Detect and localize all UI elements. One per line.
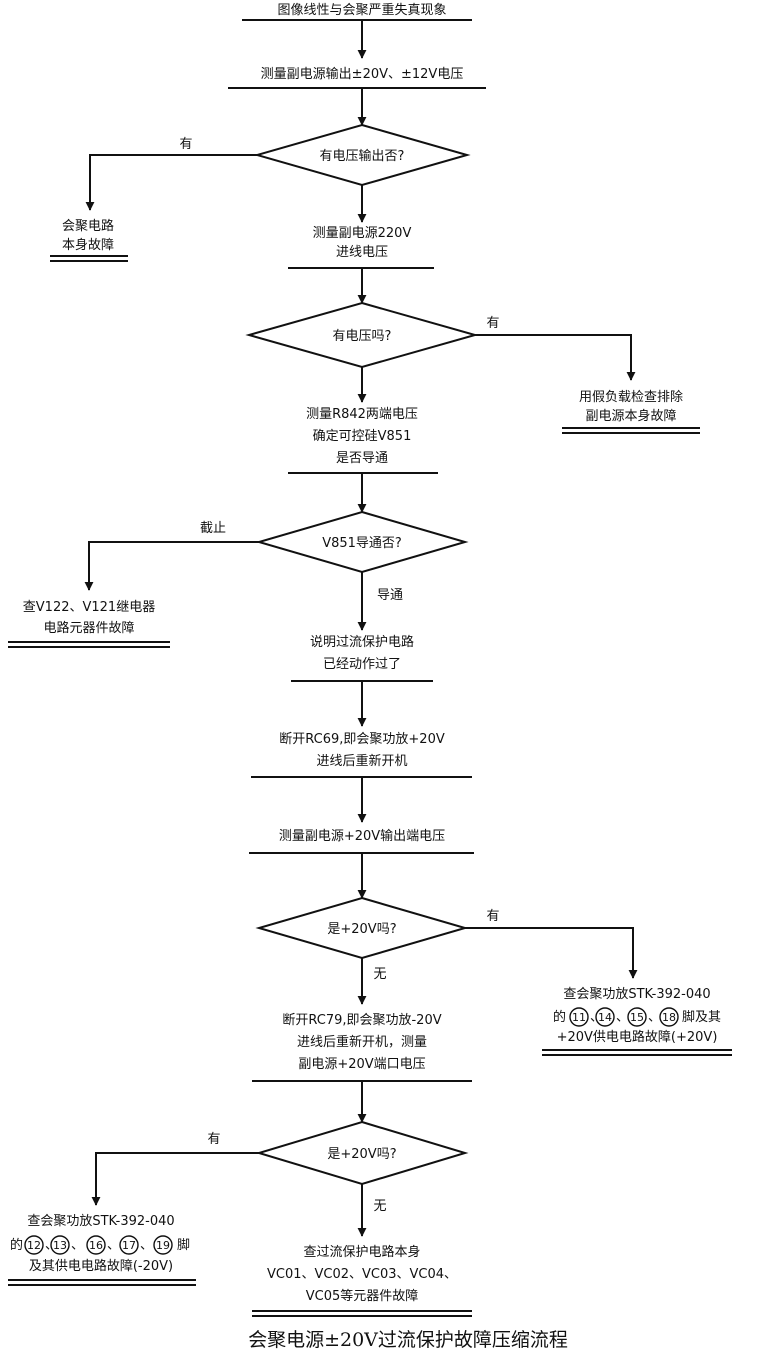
figure-caption: 会聚电源±20V过流保护故障压缩流程	[248, 1329, 568, 1351]
out1-line1: 会聚电路	[62, 218, 114, 234]
out4-line1: 查会聚功放STK-392-040	[563, 987, 710, 1002]
out4-prefix: 的	[553, 1009, 566, 1025]
out5-pin-4: 17	[122, 1239, 136, 1252]
step1-text: 测量副电源输出±20V、±12V电压	[261, 66, 464, 82]
step5-line2: 进线后重新开机	[316, 753, 407, 769]
step7-line3: 副电源+20V端口电压	[298, 1057, 425, 1072]
pin-circle	[86, 1235, 106, 1255]
out4-pin-1: 11	[572, 1011, 586, 1024]
pin-circle	[119, 1235, 139, 1255]
q2-text: 有电压吗?	[333, 329, 392, 344]
q5-yes-label: 有	[207, 1132, 220, 1147]
out5-line1: 查会聚功放STK-392-040	[27, 1214, 174, 1229]
pin-circle	[50, 1235, 70, 1255]
out5-pin-1: 12	[27, 1239, 41, 1252]
step3-line2: 确定可控硅V851	[313, 429, 412, 444]
q1-yes-label: 有	[179, 137, 192, 152]
out5-sep-4: 、	[140, 1238, 153, 1253]
pin-circle	[569, 1007, 589, 1027]
out4-pin-3: 15	[630, 1011, 644, 1024]
q4-yes-label: 有	[486, 909, 499, 924]
q3-cut-label: 截止	[200, 521, 226, 536]
q5-text: 是+20V吗?	[327, 1147, 396, 1162]
step6-text: 测量副电源+20V输出端电压	[279, 828, 445, 844]
q3-on-label: 导通	[377, 588, 403, 603]
out4-pin-4: 18	[662, 1011, 676, 1024]
out5-sep-2: 、	[71, 1238, 84, 1253]
pin-circle	[24, 1235, 44, 1255]
out5-pin-5: 19	[156, 1239, 170, 1252]
out2-line1: 用假负载检查排除	[579, 390, 683, 405]
q3-text: V851导通否?	[322, 536, 402, 551]
out4-pin-2: 14	[598, 1011, 612, 1024]
out3-line1: 查V122、V121继电器	[23, 600, 155, 615]
q5-no-label: 无	[373, 1199, 386, 1214]
out4-sep-2: 、	[616, 1010, 629, 1025]
step2-line1: 测量副电源220V	[313, 226, 412, 241]
step4-line1: 说明过流保护电路	[310, 634, 414, 650]
q1-text: 有电压输出否?	[320, 148, 405, 164]
start-text: 图像线性与会聚严重失真现象	[277, 2, 446, 18]
step2-line2: 进线电压	[336, 245, 388, 260]
step3-line3: 是否导通	[336, 451, 388, 466]
q4-no-label: 无	[373, 967, 386, 982]
out5-pin-2: 13	[53, 1239, 67, 1252]
out5-sep-3: 、	[107, 1238, 120, 1253]
out5-line3: 及其供电电路故障(-20V)	[29, 1258, 173, 1274]
end-line2: VC01、VC02、VC03、VC04、	[267, 1267, 457, 1282]
step7-line2: 进线后重新开机，测量	[297, 1034, 427, 1050]
pin-circle	[153, 1235, 173, 1255]
end-line3: VC05等元器件故障	[306, 1288, 419, 1304]
out2-line2: 副电源本身故障	[585, 408, 676, 424]
pin-circle	[627, 1007, 647, 1027]
out4-sep-3: 、	[648, 1010, 661, 1025]
pin-circle	[659, 1007, 679, 1027]
step5-line1: 断开RC69,即会聚功放+20V	[279, 732, 445, 747]
step3-line1: 测量R842两端电压	[306, 407, 418, 422]
out5-suffix: 脚	[177, 1237, 190, 1253]
step4-line2: 已经动作过了	[323, 657, 401, 672]
step7-line1: 断开RC79,即会聚功放-20V	[282, 1013, 441, 1028]
out1-line2: 本身故障	[62, 237, 114, 253]
out3-line2: 电路元器件故障	[43, 620, 134, 636]
q4-text: 是+20V吗?	[327, 922, 396, 937]
q2-yes-label: 有	[486, 316, 499, 331]
out5-prefix: 的	[10, 1237, 23, 1253]
out4-suffix: 脚及其	[682, 1009, 721, 1025]
out5-pin-3: 16	[89, 1239, 103, 1252]
end-line1: 查过流保护电路本身	[303, 1244, 420, 1260]
out4-line3: +20V供电电路故障(+20V)	[557, 1029, 718, 1045]
pin-circle	[595, 1007, 615, 1027]
